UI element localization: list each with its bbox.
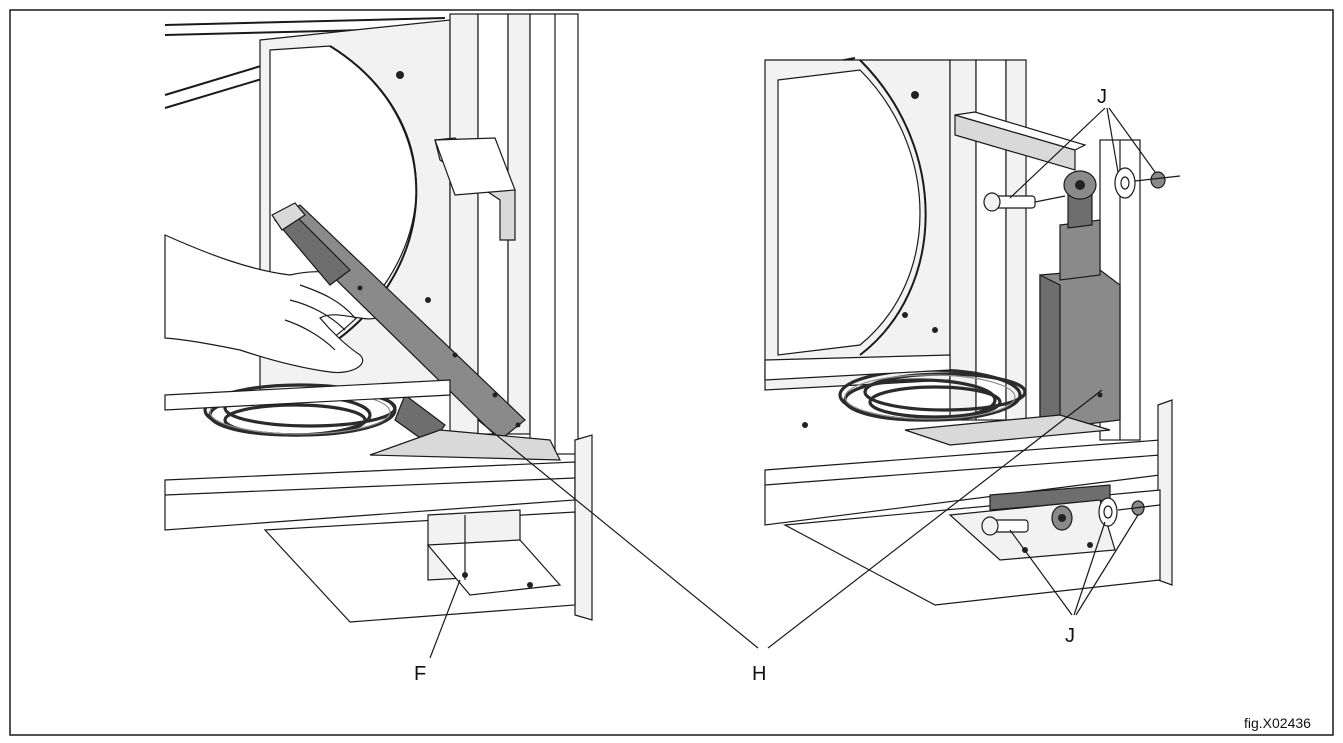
bracket-f (426, 509, 562, 596)
left-view (164, 13, 593, 623)
callout-j-bottom: J (1065, 625, 1075, 647)
fasteners-top (983, 167, 1181, 212)
right-view (764, 57, 1181, 606)
fasteners-bottom (981, 497, 1161, 536)
callout-h: H (752, 663, 766, 685)
cable-coil-right (838, 368, 1027, 422)
leader-lines (429, 107, 1156, 659)
figure-frame (9, 9, 1334, 736)
callout-j-top: J (1097, 86, 1107, 108)
figure-reference: fig.X02436 (1244, 715, 1311, 731)
callout-f: F (414, 663, 426, 685)
actuator-installed (1039, 170, 1121, 431)
